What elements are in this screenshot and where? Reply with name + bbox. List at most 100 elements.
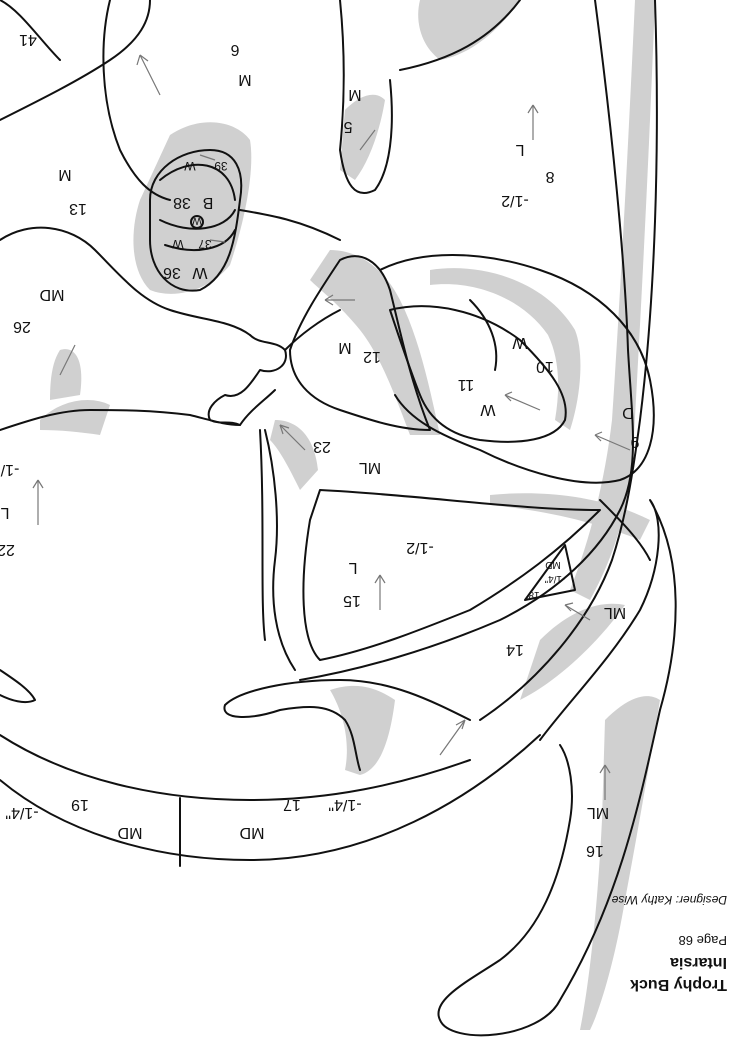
- eye-inner-3: [164, 229, 236, 251]
- grain-arrows: [32, 54, 631, 800]
- skull-line: [102, 0, 171, 201]
- arrow-5: [359, 129, 376, 151]
- arrow-26: [59, 344, 76, 376]
- eye-inner-2: [159, 209, 236, 230]
- credit-subtitle: Intarsia: [670, 954, 727, 971]
- arrow-edge-head: [32, 479, 44, 489]
- label-39: 39: [214, 159, 228, 173]
- label-quarter-18: -1/4": [544, 573, 565, 584]
- label-8: 8: [545, 168, 554, 185]
- arrow-14-head: [564, 602, 574, 612]
- label-quarter-17: -1/4": [328, 796, 361, 813]
- shade-tine-16: [580, 696, 660, 1030]
- label-edge-22: 22: [0, 541, 15, 558]
- label-w-37: W: [172, 237, 184, 251]
- ear-outer: [379, 254, 655, 484]
- edge-shape-2: [0, 669, 36, 704]
- label-ml-14: ML: [604, 604, 626, 621]
- arrow-8-head: [527, 104, 539, 114]
- label-m-12: M: [338, 339, 351, 356]
- shade-tine-14: [520, 603, 625, 700]
- label-w-11: W: [480, 401, 496, 418]
- eye-to-skull: [239, 209, 341, 241]
- antler-base-outer: [0, 734, 541, 861]
- label-5: 5: [343, 118, 352, 135]
- label-m-6: M: [238, 71, 251, 88]
- label-b: B: [203, 194, 214, 211]
- label-17: 17: [283, 796, 301, 813]
- arrow-9: [594, 434, 631, 451]
- skull-top: [0, 0, 151, 121]
- ear-inner: [389, 305, 567, 443]
- label-l-15: L: [348, 559, 357, 576]
- arrow-tine-17: [439, 719, 466, 756]
- ear-12: [289, 255, 431, 431]
- label-w-36: W: [192, 264, 208, 281]
- label-37: 37: [198, 237, 212, 251]
- label-10: 10: [536, 358, 554, 375]
- arrow-37: [209, 239, 226, 243]
- shade-ear-10: [430, 268, 581, 430]
- shade-face-left: [40, 400, 110, 435]
- forehead-top: [399, 0, 521, 71]
- antler-base-inner: [0, 734, 471, 801]
- shade-top-6: [418, 0, 520, 60]
- label-ml-16: ML: [587, 804, 609, 821]
- region-labels: 41 6 M M 5 L 8 -1/2 M 13 W 39 B 38 W 37 …: [0, 31, 639, 859]
- label-half-8: -1/2: [501, 192, 529, 209]
- label-w-10: W: [512, 334, 528, 351]
- label-11: 11: [458, 376, 475, 393]
- center-knot: [207, 334, 287, 426]
- label-edge-quarter: -1/: [0, 461, 19, 478]
- shade-ear-12: [310, 250, 440, 435]
- arrow-11-head: [504, 391, 513, 402]
- knot-connector: [284, 309, 341, 351]
- label-m-5: M: [348, 86, 361, 103]
- antler-beam-outer: [479, 0, 658, 721]
- tine-14-top: [599, 499, 651, 561]
- shade-regions: [40, 0, 660, 1030]
- arrow-23: [279, 424, 306, 451]
- label-l-8: L: [515, 141, 524, 158]
- label-15: 15: [343, 592, 361, 609]
- arrow-12-head: [324, 294, 334, 306]
- shade-nose-26: [50, 349, 82, 400]
- shade-forehead-5: [340, 94, 385, 180]
- edge-shape-1: [0, 0, 61, 61]
- label-14: 14: [506, 641, 524, 658]
- credit-block: Trophy Buck Intarsia Page 68 Designer: K…: [611, 893, 727, 993]
- arrow-15-head: [374, 574, 386, 584]
- credit-designer: Designer: Kathy Wise: [611, 893, 727, 907]
- label-13: 13: [69, 200, 87, 217]
- label-half-15: -1/2: [406, 539, 434, 556]
- arrow-14: [564, 604, 591, 621]
- tine-16: [437, 499, 677, 1037]
- forehead-5: [339, 0, 393, 195]
- label-md-19: MD: [118, 824, 143, 841]
- label-md-18: MD: [545, 559, 561, 570]
- arrow-9-head: [594, 431, 603, 442]
- neck-edge: [259, 429, 266, 641]
- face-13: [0, 226, 251, 336]
- label-18: 18: [528, 589, 540, 600]
- region-15: [302, 489, 601, 661]
- arrow-39: [199, 154, 216, 161]
- arrow-16-head: [599, 764, 611, 774]
- label-41: 41: [19, 31, 37, 48]
- label-w-circle: W: [192, 215, 202, 226]
- eye-highlight: [190, 215, 204, 229]
- face-26: [0, 409, 241, 431]
- shade-tine-17: [330, 685, 395, 775]
- shade-antler-beam: [570, 0, 655, 600]
- antler-beam-inner: [299, 0, 634, 681]
- arrow-23-head: [279, 424, 290, 435]
- eye-inner-1: [159, 163, 236, 201]
- label-26: 26: [13, 318, 31, 335]
- arrow-11: [504, 394, 541, 411]
- arrow-6-head: [136, 54, 149, 66]
- shade-eye: [133, 122, 252, 294]
- shade-neck-23: [270, 420, 318, 490]
- label-16: 16: [586, 842, 604, 859]
- label-quarter-19: -1/4": [5, 804, 38, 821]
- tine-14: [223, 679, 471, 771]
